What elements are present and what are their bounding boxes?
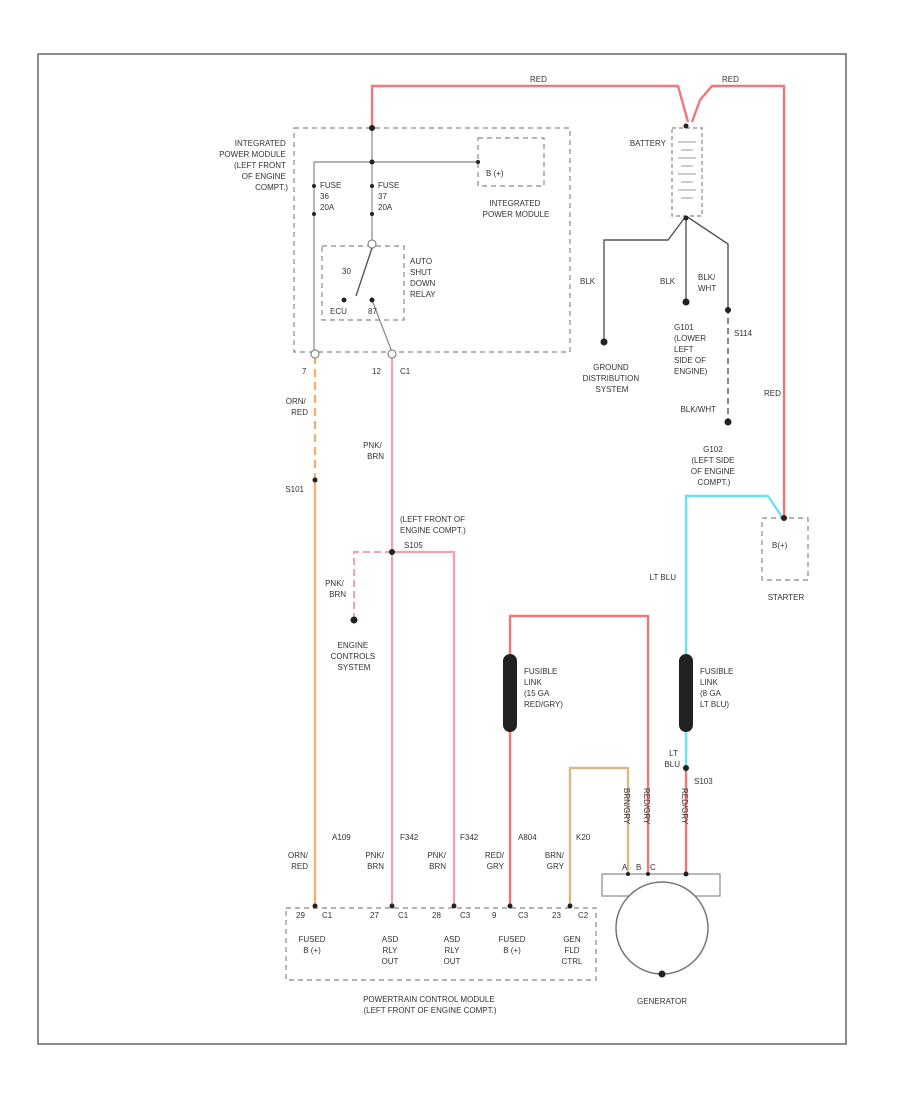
svg-text:A: A: [622, 863, 628, 872]
generator: A B C GENERATOR: [601, 863, 721, 1006]
svg-text:C3: C3: [460, 911, 471, 920]
svg-text:(LEFT FRONT OF ENGINE CO: (LEFT FRONT OF ENGINE COMPT.): [400, 515, 467, 535]
pcm-terminal-dots: [312, 903, 573, 909]
ipm-connector: C1: [400, 367, 411, 376]
svg-text:C1: C1: [398, 911, 409, 920]
relay-pin-ecu: ECU: [330, 307, 347, 316]
svg-text:C: C: [650, 863, 656, 872]
svg-text:S101: S101: [285, 485, 304, 494]
svg-text:FUSIBLE LINK (15 G: FUSIBLE LINK (15 GA RED/GRY): [524, 667, 563, 709]
svg-text:23: 23: [552, 911, 561, 920]
left-wire-labels: ORN/ RED S101 PNK/ BRN (LEFT FRONT OF EN…: [285, 397, 467, 672]
integrated-power-module: INTEGRATED POWER MODULE (LEFT FRONT OF E…: [219, 125, 571, 376]
splice-s114: S114: [734, 329, 753, 338]
splice-s103: S103: [694, 777, 713, 786]
svg-text:C1: C1: [322, 911, 333, 920]
ipm-pin-orn: 7: [302, 367, 307, 376]
wire-label-blk-left: BLK: [580, 277, 596, 286]
wire-redgry-fusible-loop: [508, 614, 650, 906]
generator-label: GENERATOR: [637, 997, 687, 1006]
wire-ltblu-starter-to-fusible: [684, 494, 785, 768]
wire-label-lt-blu: LT BLU: [650, 573, 677, 582]
battery: BATTERY RED RED BLK BLK BLK/ WHT S114 GR…: [530, 75, 781, 414]
wire-brngry-k20: [568, 766, 630, 906]
fusible-link-red: FUSIBLE LINK (15 GA RED/GRY): [503, 654, 563, 732]
svg-text:RED/GRY: RED/GRY: [642, 788, 651, 825]
fusible-link-blue: FUSIBLE LINK (8 GA LT BLU) LT BLU LT BLU…: [650, 573, 736, 786]
starter-b-plus: B(+): [772, 541, 788, 550]
generator-wire-labels: BRN/GRY RED/GRY RED/GRY: [622, 788, 689, 825]
svg-text:RED/GRY: RED/GRY: [680, 788, 689, 825]
svg-text:FUSIBLE LINK (8 GA: FUSIBLE LINK (8 GA LT BLU): [700, 667, 736, 709]
relay-pin-30: 30: [342, 267, 351, 276]
wire-label-red-top: RED: [530, 75, 547, 84]
pcm-pins: 29 C1 27 C1 28 C3 9 C3 23 C2: [296, 911, 589, 920]
svg-text:C2: C2: [578, 911, 589, 920]
g101-label: G101 (LOWER LEFT SIDE OF ENGINE): [674, 323, 708, 376]
svg-text:27: 27: [370, 911, 379, 920]
svg-text:ORN/ RED: ORN/ RED: [286, 397, 308, 417]
wire-red-battery-to-ipm: [370, 84, 690, 128]
ground-distribution-label: GROUND DISTRIBUTION SYSTEM: [583, 363, 642, 394]
svg-text:BRN/GRY: BRN/GRY: [622, 788, 631, 825]
svg-text:B: B: [636, 863, 641, 872]
relay-pin-87: 87: [368, 307, 377, 316]
wire-red-battery-to-starter: [690, 84, 786, 516]
svg-text:28: 28: [432, 911, 441, 920]
asd-relay-label: AUTO SHUT DOWN RELAY: [410, 257, 438, 299]
svg-text:A109: A109: [332, 833, 351, 842]
wire-label-blk-wht: BLK/ WHT: [698, 273, 718, 293]
svg-text:PNK/ BRN: PNK/ BRN: [363, 441, 384, 461]
svg-text:ENGINE CONTROLS SY: ENGINE CONTROLS SYSTEM: [331, 641, 378, 672]
svg-text:ORN/RED: ORN/RED: [288, 851, 309, 871]
ipm-title: INTEGRATED POWER MODULE (LEFT FRONT OF E…: [219, 139, 288, 192]
fuse-37: FUSE 37 20A: [378, 181, 402, 212]
wire-pnkbrn-branch: [392, 550, 456, 906]
svg-text:F342: F342: [400, 833, 419, 842]
svg-text:9: 9: [492, 911, 497, 920]
battery-label: BATTERY: [630, 139, 667, 148]
svg-text:PNK/BRN: PNK/BRN: [427, 851, 446, 871]
wire-label-blk-wht-lower: BLK/WHT: [680, 405, 716, 414]
ipm-inner-label: INTEGRATED POWER MODULE: [483, 199, 550, 219]
g102-label: G102 (LEFT SIDE OF ENGINE COMPT.): [691, 445, 737, 487]
pcm-circuit-labels: A109 F342 F342 A804 K20 ORN/RED PNK/BRN …: [288, 833, 591, 871]
svg-text:S105: S105: [404, 541, 423, 550]
pcm-title: POWERTRAIN CONTROL MODULE (LEFT FRONT OF…: [363, 995, 497, 1015]
svg-text:RED/GRY: RED/GRY: [485, 851, 505, 871]
ipm-b-plus: B (+): [486, 169, 504, 178]
wire-label-blk-mid: BLK: [660, 277, 676, 286]
svg-text:K20: K20: [576, 833, 591, 842]
svg-text:PNK/ BRN: PNK/ BRN: [325, 579, 346, 599]
ground-wires: [600, 215, 732, 426]
svg-text:C3: C3: [518, 911, 529, 920]
wire-pnkbrn-to-ecs: [353, 551, 392, 620]
starter-label: STARTER: [768, 593, 805, 602]
svg-text:A804: A804: [518, 833, 537, 842]
svg-text:F342: F342: [460, 833, 479, 842]
wire-label-red-right: RED: [722, 75, 739, 84]
wires: [313, 84, 786, 906]
fuse-36: FUSE 36 20A: [320, 181, 344, 212]
svg-text:29: 29: [296, 911, 305, 920]
diagram-frame: [37, 53, 847, 1045]
wire-label-lt-blu-small: LT BLU: [664, 749, 680, 769]
starter: B(+) STARTER: [761, 515, 809, 602]
wire-label-red-starter: RED: [764, 389, 781, 398]
svg-text:BRN/GRY: BRN/GRY: [545, 851, 565, 871]
svg-text:PNK/BRN: PNK/BRN: [365, 851, 384, 871]
ipm-pin-pnk: 12: [372, 367, 381, 376]
